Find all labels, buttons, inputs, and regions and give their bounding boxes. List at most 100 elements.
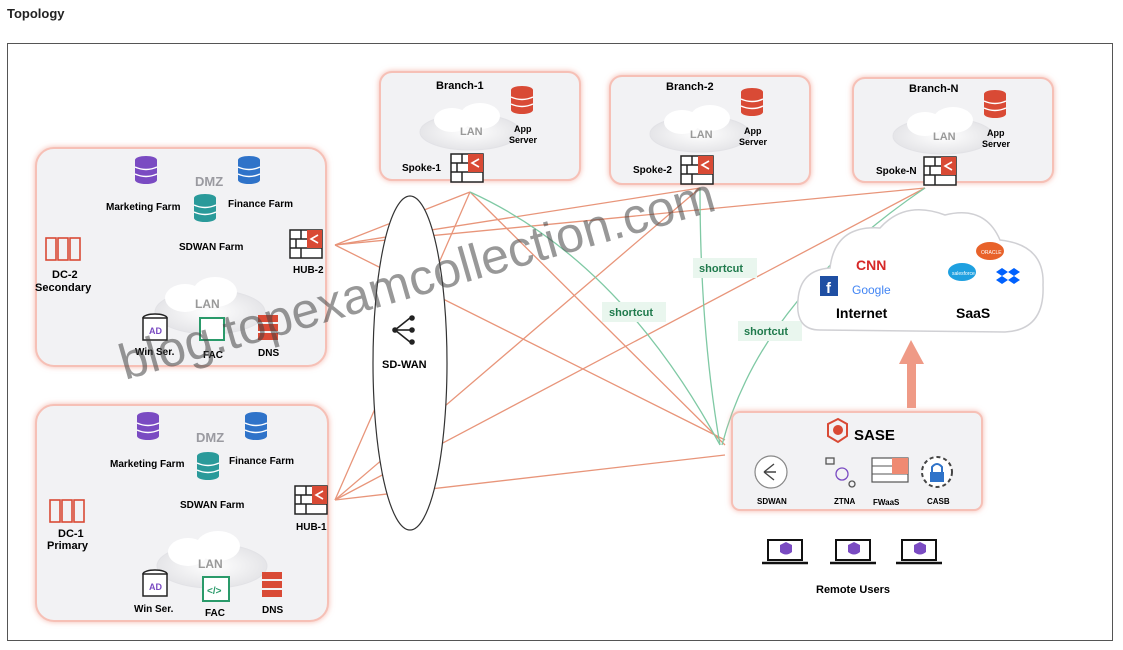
sase-box: SASE SDWAN ZTNA FWaaS CASB <box>731 411 983 511</box>
sase-title: SASE <box>854 427 895 444</box>
hub2-label: HUB-2 <box>293 265 324 276</box>
branch-n-lan-cloud-icon <box>892 107 994 155</box>
salesforce-label: salesforce <box>952 271 975 277</box>
internet-label: Internet <box>836 305 888 321</box>
svg-text:</>: </> <box>207 586 222 597</box>
dc2-building-icon <box>45 237 81 261</box>
branch-n-lan-label: LAN <box>933 131 956 143</box>
dc2-dns-label: DNS <box>258 348 279 359</box>
spoke-2-label: Spoke-2 <box>633 165 672 176</box>
branch-n-server-label: Server <box>982 139 1011 149</box>
sase-sdwan-label: SDWAN <box>757 497 787 506</box>
spoke-1-label: Spoke-1 <box>402 163 441 174</box>
page-title: Topology <box>7 6 65 21</box>
hub2-firewall-icon <box>289 229 323 259</box>
branch-1-lan-cloud-icon <box>419 103 521 151</box>
branch-n-app-label: App <box>987 128 1005 138</box>
branch-2: Branch-2 LAN App Server Spoke-2 <box>609 75 811 185</box>
shortcut-links <box>469 187 926 446</box>
dc1-sdwan-db-icon <box>196 451 220 481</box>
sase-fwaas-label: FWaaS <box>873 498 900 507</box>
remote-users: Remote Users <box>762 539 942 596</box>
diagram-frame <box>7 43 1113 641</box>
dc1-fac-label: FAC <box>205 608 225 619</box>
branch-1-server-label: Server <box>509 135 538 145</box>
dc2-fac-icon <box>199 317 225 341</box>
dc2-win-server-label: Win Ser. <box>135 347 175 358</box>
spoke-n-label: Spoke-N <box>876 166 917 177</box>
branch-2-title: Branch-2 <box>666 81 714 93</box>
laptop-icon <box>896 539 942 565</box>
sase-icon <box>827 417 848 444</box>
branch-n: Branch-N LAN App Server Spoke-N <box>852 77 1054 186</box>
dc1-building-icon <box>49 499 85 523</box>
dc1-fac-icon: </> <box>202 576 230 602</box>
dc1-name: DC-1 <box>58 528 84 540</box>
dc2-zone: DMZ Marketing Farm Finance Farm SDWAN Fa… <box>35 147 327 367</box>
oracle-cloud-icon <box>976 242 1004 260</box>
dc1-dns-label: DNS <box>262 605 283 616</box>
salesforce-icon <box>948 263 976 281</box>
branch-n-title: Branch-N <box>909 83 959 95</box>
cnn-logo: CNN <box>856 257 886 273</box>
dc1-finance-farm-label: Finance Farm <box>229 456 294 467</box>
branch-2-lan-label: LAN <box>690 129 713 141</box>
branch-2-app-label: App <box>744 126 762 136</box>
facebook-icon <box>820 276 838 296</box>
google-logo: Google <box>852 283 891 297</box>
dc2-lan-cloud-icon <box>154 277 266 335</box>
sdwan-core: SD-WAN <box>372 195 448 531</box>
remote-users-label: Remote Users <box>816 584 890 596</box>
hub1-label: HUB-1 <box>296 522 327 533</box>
dc1-marketing-db-icon <box>136 411 160 441</box>
dc2-lan-label: LAN <box>195 297 220 311</box>
branch-1-lan-label: LAN <box>460 126 483 138</box>
dc1-marketing-farm-label: Marketing Farm <box>110 459 185 470</box>
dc2-name: DC-2 <box>52 269 78 281</box>
marketing-farm-db-icon <box>134 155 158 185</box>
dc1-dmz-label: DMZ <box>196 430 224 445</box>
branch-2-lan-cloud-icon <box>649 105 751 153</box>
branch-1: Branch-1 LAN App Server Spoke-1 <box>379 71 581 183</box>
ztna-icon <box>825 457 856 488</box>
dc2-sdwan-farm-label: SDWAN Farm <box>179 242 244 253</box>
sdwan-service-icon <box>754 455 788 489</box>
saas-label: SaaS <box>956 305 990 321</box>
dc1-role: Primary <box>47 540 89 552</box>
laptop-icon <box>762 539 808 565</box>
dc2-fac-label: FAC <box>203 350 223 361</box>
dc2-finance-farm-label: Finance Farm <box>228 199 293 210</box>
dropbox-icon <box>996 268 1020 284</box>
dc2-ad-label: AD <box>149 326 162 336</box>
branch-1-app-label: App <box>514 124 532 134</box>
dc1-win-server-label: Win Ser. <box>134 604 174 615</box>
dc1-lan-cloud-icon <box>156 531 268 589</box>
shortcut-labels: shortcut shortcut shortcut <box>602 258 802 341</box>
facebook-glyph: f <box>826 280 832 297</box>
sdwan-label: SD-WAN <box>382 359 427 371</box>
branch-1-title: Branch-1 <box>436 80 484 92</box>
fwaas-icon <box>871 457 909 483</box>
oracle-label: ORACLE <box>981 250 1002 256</box>
sdwan-farm-db-icon <box>193 193 217 223</box>
sase-casb-label: CASB <box>927 497 950 506</box>
spoke-1-firewall-icon <box>450 153 484 183</box>
hub1-firewall-icon <box>294 485 328 515</box>
dc1-ad-label: AD <box>149 582 162 592</box>
branch-1-app-server-icon <box>510 85 534 115</box>
spoke-n-firewall-icon <box>923 156 957 186</box>
dc1-zone: DMZ Marketing Farm Finance Farm SDWAN Fa… <box>35 404 329 622</box>
laptop-icon <box>830 539 876 565</box>
branch-n-app-server-icon <box>983 89 1007 119</box>
sase-to-internet-arrow <box>899 340 924 408</box>
shortcut-label-2: shortcut <box>699 263 743 275</box>
branch-2-server-label: Server <box>739 137 768 147</box>
sdwan-icon <box>392 315 415 345</box>
branch-2-app-server-icon <box>740 87 764 117</box>
dc1-finance-db-icon <box>244 411 268 441</box>
casb-icon <box>921 456 953 488</box>
finance-farm-db-icon <box>237 155 261 185</box>
shortcut-label-3: shortcut <box>744 326 788 338</box>
dc2-dmz-label: DMZ <box>195 174 223 189</box>
